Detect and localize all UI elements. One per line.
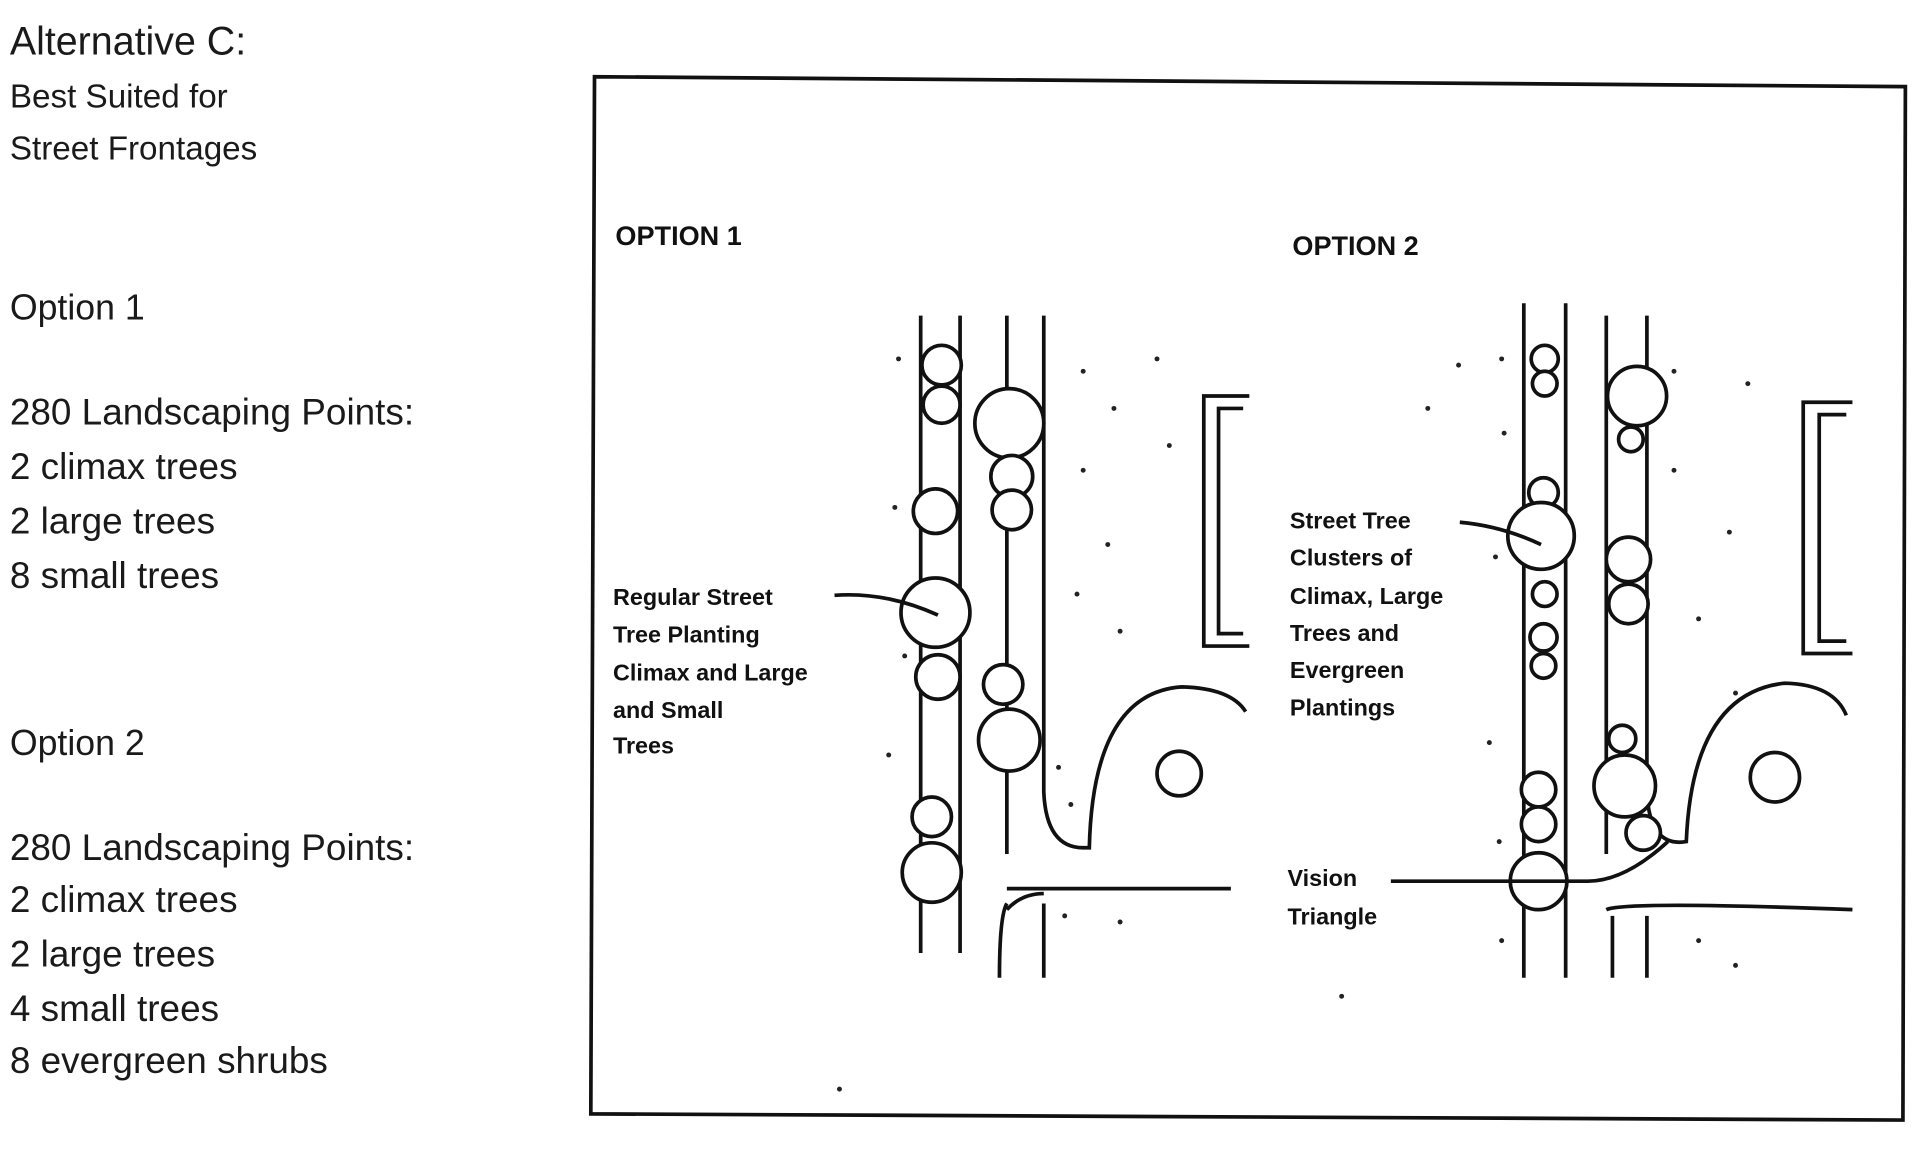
callout-regular-street-tree: Regular Street Tree Planting Climax and … — [613, 584, 808, 759]
heading-subtitle-1: Best Suited for — [10, 79, 228, 116]
option2-diagram-label: OPTION 2 — [1292, 230, 1418, 261]
site-plan-diagram: OPTION 1 OPTION 2 Regular Street Tree Pl… — [588, 74, 1908, 1122]
svg-text:and Small: and Small — [613, 697, 723, 723]
planter-icon — [1155, 749, 1204, 798]
callout-street-tree-clusters: Street Tree Clusters of Climax, Large Tr… — [1290, 507, 1443, 720]
svg-text:Plantings: Plantings — [1290, 694, 1395, 720]
svg-text:Clusters of: Clusters of — [1290, 545, 1412, 571]
option2-plan: Street Tree Clusters of Climax, Large Tr… — [836, 303, 1853, 1092]
ground-cover-dots — [886, 356, 1172, 925]
ground-cover-dots — [836, 356, 1751, 1092]
svg-text:Evergreen: Evergreen — [1290, 657, 1404, 683]
option1-title: Option 1 — [10, 287, 145, 327]
callout-leader — [1459, 520, 1542, 547]
building-icon — [1201, 394, 1250, 648]
svg-text:Triangle: Triangle — [1287, 903, 1377, 929]
option2-item: 4 small trees — [10, 987, 219, 1029]
planter-icon — [1748, 750, 1802, 804]
diagram-frame — [588, 74, 1908, 1122]
svg-text:Vision: Vision — [1287, 865, 1357, 891]
svg-text:Climax and Large: Climax and Large — [613, 660, 808, 686]
option2-points: 280 Landscaping Points: — [10, 826, 414, 868]
vision-triangle-leader — [1390, 840, 1670, 884]
option2-item: 8 evergreen shrubs — [10, 1039, 328, 1081]
tree-icons — [1505, 343, 1669, 912]
building-icon — [1801, 400, 1853, 656]
option1-points: 280 Landscaping Points: — [10, 390, 414, 432]
svg-text:Climax, Large: Climax, Large — [1290, 583, 1443, 609]
callout-leader — [834, 592, 939, 617]
option1-plan: Regular Street Tree Planting Climax and … — [613, 315, 1250, 978]
svg-text:Trees and: Trees and — [1290, 620, 1399, 646]
option2-item: 2 large trees — [10, 932, 215, 974]
option2-item: 2 climax trees — [10, 878, 238, 920]
option1-item: 2 large trees — [10, 499, 215, 541]
heading-title: Alternative C: — [10, 19, 246, 63]
tree-icons — [899, 343, 1046, 905]
svg-text:Street Tree: Street Tree — [1290, 507, 1411, 533]
option1-item: 8 small trees — [10, 554, 219, 596]
svg-text:Tree Planting: Tree Planting — [613, 621, 760, 647]
callout-vision-triangle: Vision Triangle — [1287, 865, 1377, 929]
heading-subtitle-2: Street Frontages — [10, 131, 257, 168]
option1-item: 2 climax trees — [10, 445, 238, 487]
option2-title: Option 2 — [10, 723, 145, 763]
svg-text:Regular Street: Regular Street — [613, 584, 773, 610]
svg-text:Trees: Trees — [613, 733, 674, 759]
option1-diagram-label: OPTION 1 — [615, 220, 741, 251]
left-text-column: Alternative C: Best Suited for Street Fr… — [10, 19, 414, 1081]
